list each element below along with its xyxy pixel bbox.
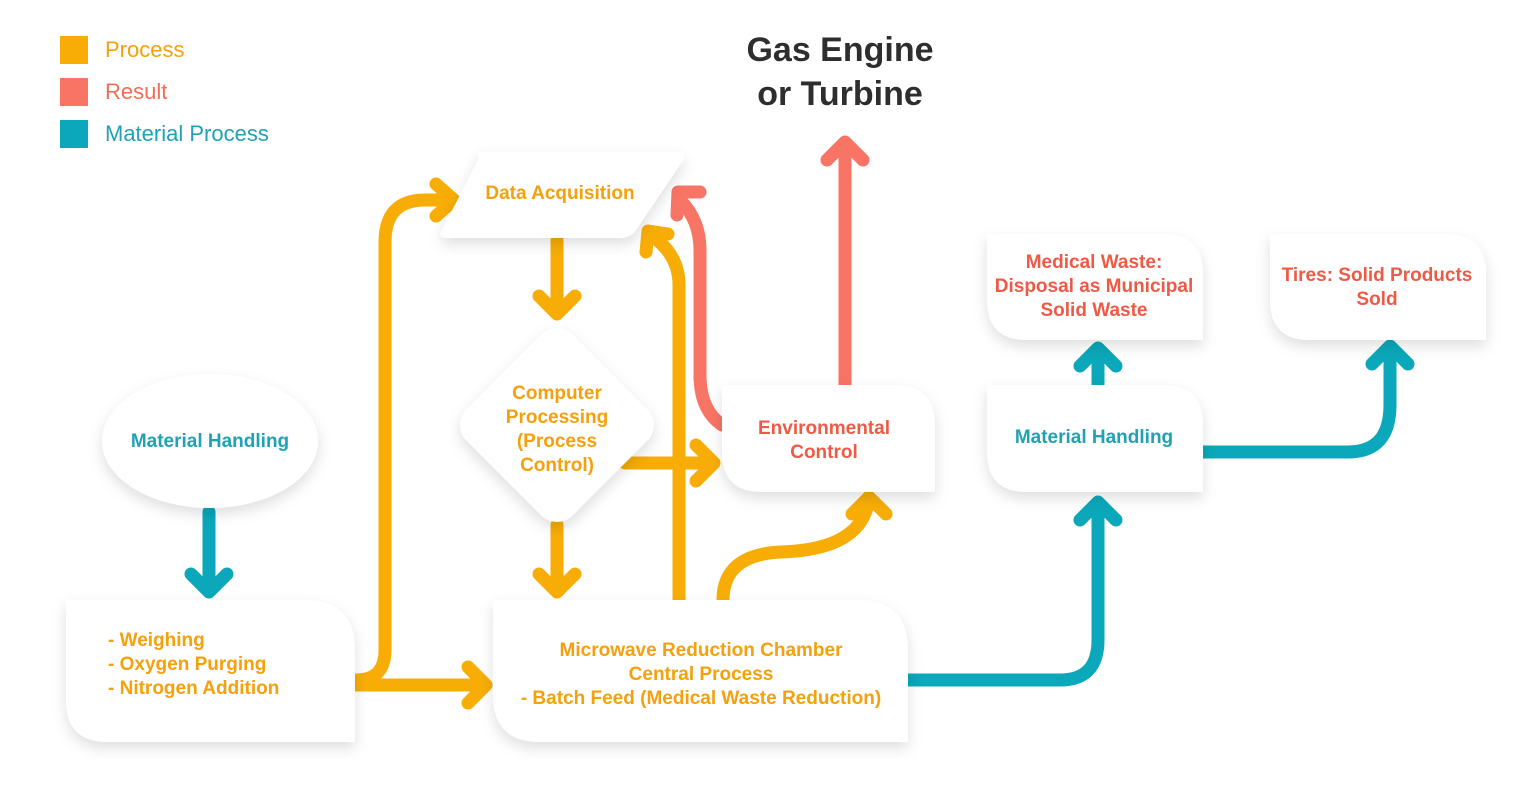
gas-engine-title: Gas Engine or Turbine	[746, 31, 934, 113]
legend-swatch-process	[60, 36, 88, 64]
connector-chamber-to-data-acquisition	[645, 229, 686, 607]
connector-material-handling-to-tires	[1196, 345, 1397, 459]
legend-item-material-process: Material Process	[60, 119, 269, 149]
weighing-steps-label: - Weighing - Oxygen Purging - Nitrogen A…	[108, 630, 280, 699]
medical-waste-label: Medical Waste: Disposal as Municipal Sol…	[994, 252, 1194, 321]
arrowhead-medical-waste-bottom	[1073, 341, 1123, 373]
computer-processing-label: Computer Processing (Process Control)	[505, 383, 609, 476]
material-handling-right-shape	[987, 385, 1203, 492]
arrowhead-chamber-top	[532, 567, 582, 599]
legend-label-material-process: Material Process	[105, 121, 269, 146]
arrowhead-data-acquisition-left	[429, 177, 461, 223]
connector-chamber-to-environmental	[716, 497, 875, 607]
microwave-chamber-shape	[493, 600, 908, 742]
legend-swatch-result	[60, 78, 88, 106]
tires-shape	[1270, 234, 1486, 340]
weighing-box-shape	[66, 600, 355, 742]
legend-label-result: Result	[105, 79, 168, 104]
arrowhead-data-acquisition-bottom	[639, 224, 675, 259]
data-acquisition-shape	[440, 152, 684, 238]
medical-waste-shape	[987, 234, 1203, 340]
arrowhead-data-acquisition-right	[670, 185, 707, 222]
tires-label: Tires: Solid Products Sold	[1281, 265, 1473, 310]
data-acquisition-label: Data Acquisition	[485, 183, 635, 204]
arrowhead-computer-top	[532, 289, 582, 321]
material-handling-right-label: Material Handling	[1014, 427, 1174, 448]
environmental-control-shape	[722, 385, 935, 492]
material-handling-left-label: Material Handling	[130, 431, 290, 452]
arrowhead-material-handling-bottom	[1073, 495, 1123, 527]
connector-weighing-to-data-acquisition	[349, 193, 455, 687]
arrowhead-gas-engine	[820, 135, 870, 167]
arrowhead-tires-bottom	[1365, 339, 1415, 371]
connector-chamber-to-material-handling	[901, 499, 1105, 687]
environmental-control-label: Environmental Control	[758, 418, 890, 463]
legend-swatch-material-process	[60, 120, 88, 148]
connector-environmental-to-data-acquisition	[673, 193, 729, 432]
arrowhead-chamber-left	[461, 660, 493, 710]
arrowhead-environmental-left	[689, 438, 721, 488]
legend-label-process: Process	[105, 37, 185, 62]
arrowhead-environmental-bottom	[845, 490, 893, 521]
legend-item-result: Result	[60, 77, 167, 107]
legend-item-process: Process	[60, 35, 184, 65]
material-handling-left-shape	[102, 374, 318, 508]
microwave-chamber-label: Microwave Reduction Chamber Central Proc…	[520, 640, 882, 709]
arrowhead-weighing-top	[184, 567, 234, 599]
computer-processing-shape	[460, 328, 654, 522]
